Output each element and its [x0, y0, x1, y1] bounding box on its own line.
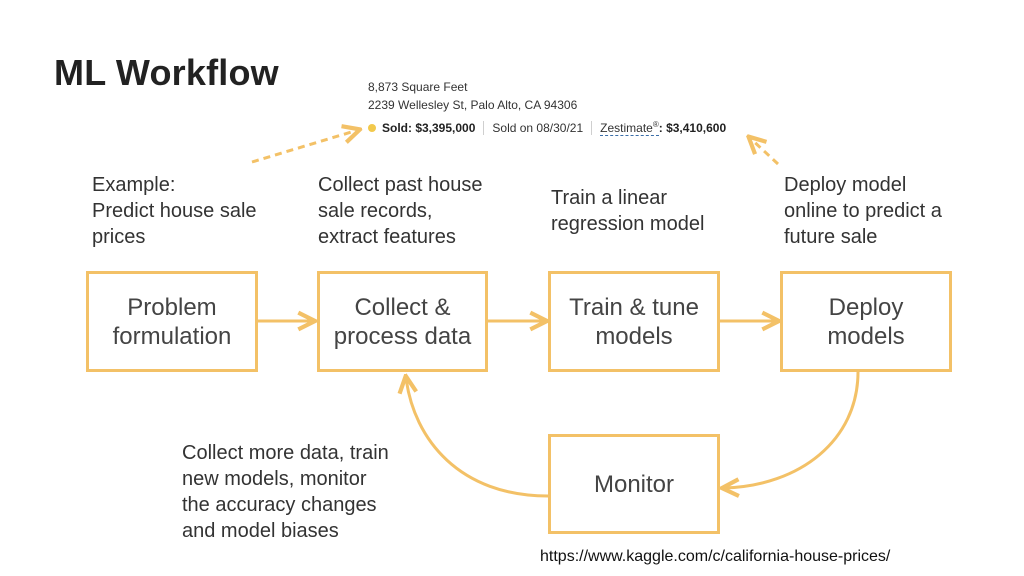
sold-date: Sold on 08/30/21: [492, 121, 584, 135]
registered-mark: ®: [652, 120, 659, 129]
note-example: Example: Predict house sale prices: [92, 174, 257, 248]
arrow-deploy-to-listing: [750, 138, 780, 166]
sold-dot-icon: [368, 124, 376, 132]
arrow-deploy-to-monitor: [724, 371, 860, 488]
listing-area: 8,873 Square Feet: [368, 80, 468, 94]
box-monitor: Monitor: [548, 434, 720, 534]
note-deploy: Deploy model online to predict a future …: [784, 174, 942, 248]
source-link[interactable]: https://www.kaggle.com/c/california-hous…: [540, 548, 891, 565]
house-listing: 8,873 Square Feet 2239 Wellesley St, Pal…: [368, 78, 726, 136]
arrow-monitor-to-collect: [406, 378, 549, 498]
zestimate-label[interactable]: Zestimate®: [600, 120, 659, 136]
note-monitor: Collect more data, train new models, mon…: [182, 442, 389, 542]
zestimate-value: : $3,410,600: [658, 121, 727, 135]
separator: [483, 121, 485, 135]
sold-price: Sold: $3,395,000: [382, 121, 476, 135]
separator: [591, 121, 593, 135]
slide-title: ML Workflow: [54, 52, 279, 93]
listing-sold-row: Sold: $3,395,000 Sold on 08/30/21 Zestim…: [368, 120, 726, 136]
box-collect-process-data: Collect &process data: [317, 271, 488, 372]
note-train: Train a linear regression model: [551, 187, 705, 235]
arrow-example-to-listing: [251, 130, 358, 164]
listing-address: 2239 Wellesley St, Palo Alto, CA 94306: [368, 98, 578, 112]
note-collect: Collect past house sale records, extract…: [318, 174, 483, 248]
